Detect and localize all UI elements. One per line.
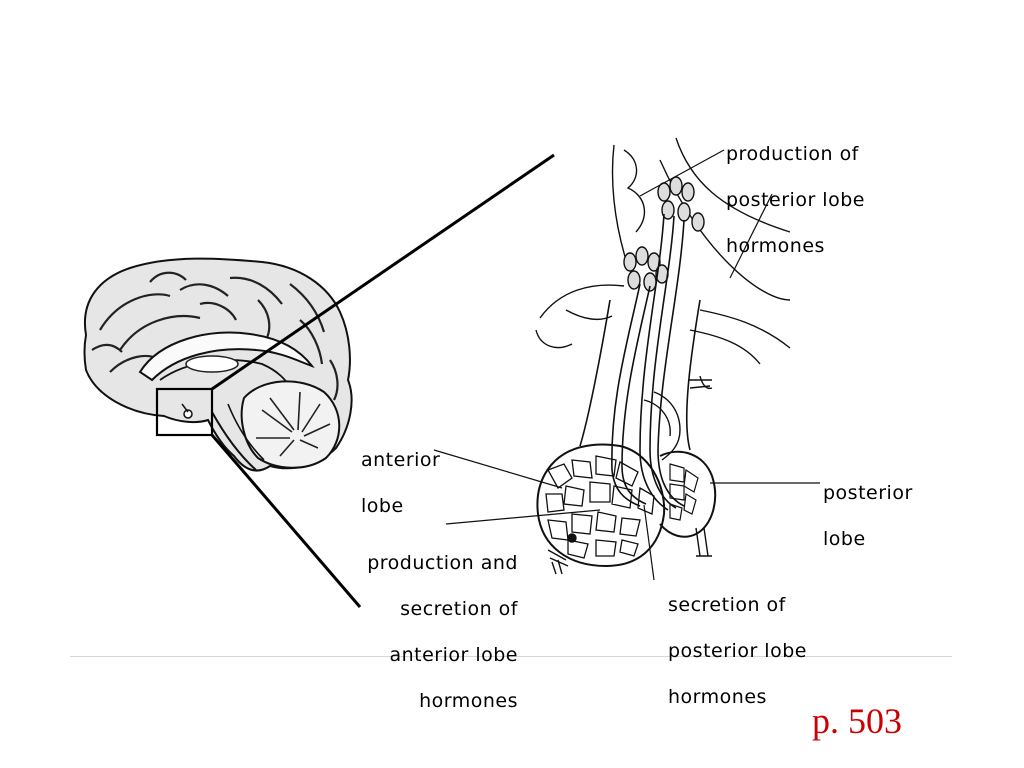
label-line: secretion of <box>668 594 786 616</box>
zoom-box <box>155 387 214 437</box>
label-line: hormones <box>726 235 825 257</box>
anterior-lobe-shape <box>536 443 666 568</box>
label-line: posterior lobe <box>668 640 807 662</box>
label-anterior-lobe: anterior lobe <box>361 426 440 541</box>
pituitary-illustration <box>535 137 791 575</box>
label-production-secretion-anterior: production and secretion of anterior lob… <box>300 529 518 736</box>
label-line: anterior <box>361 449 441 471</box>
label-line: lobe <box>361 495 404 517</box>
callout-line-top <box>211 153 555 391</box>
label-line: secretion of <box>400 598 518 620</box>
leader-lines <box>433 149 820 581</box>
label-production-posterior: production of posterior lobe hormones <box>726 120 865 281</box>
corpus-callosum <box>138 331 315 382</box>
label-secretion-posterior: secretion of posterior lobe hormones <box>668 571 807 732</box>
label-line: production and <box>367 552 518 574</box>
callout-line-bottom <box>210 434 362 608</box>
label-line: hormones <box>419 690 518 712</box>
label-line: posterior lobe <box>726 189 865 211</box>
label-line: production of <box>726 143 859 165</box>
brain-illustration <box>83 257 353 472</box>
label-posterior-lobe: posterior lobe <box>823 459 913 574</box>
posterior-lobe-shape <box>659 450 717 538</box>
page-number: p. 503 <box>812 701 902 741</box>
label-line: hormones <box>668 686 767 708</box>
label-line: lobe <box>823 528 866 550</box>
label-line: anterior lobe <box>389 644 518 666</box>
label-line: posterior <box>823 482 913 504</box>
